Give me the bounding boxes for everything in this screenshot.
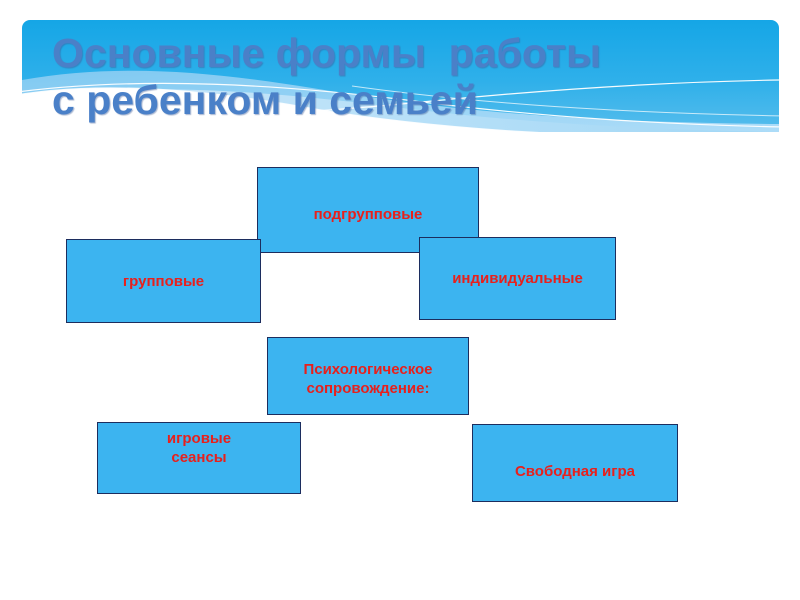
diagram-node-label: игровые сеансы: [166, 430, 232, 466]
diagram-node-individualnye[interactable]: индивидуальные: [419, 237, 616, 320]
colon-mark: :: [424, 380, 430, 397]
diagram-node-igrovye-seansy[interactable]: игровые сеансы: [97, 422, 301, 494]
diagram-node-label: Психологическое сопровождение:: [297, 360, 438, 398]
diagram-node-label-text: Психологическое сопровождение: [303, 361, 433, 397]
diagram-node-psihologicheskoe-soprovozhdenie[interactable]: Психологическое сопровождение:: [267, 337, 469, 415]
diagram-node-svobodnaya-igra[interactable]: Свободная игра: [472, 424, 678, 502]
diagram-node-label: подгрупповые: [313, 205, 423, 223]
diagram-node-label: Свободная игра: [514, 462, 636, 480]
diagram-node-gruppovye[interactable]: групповые: [66, 239, 261, 323]
page-title: Основные формы работы с ребенком и семье…: [52, 30, 752, 124]
diagram-node-label: индивидуальные: [452, 270, 583, 287]
page-title-line-2: с ребенком и семьей: [52, 77, 478, 123]
diagram-node-label: групповые: [122, 272, 205, 290]
page-title-line-1: Основные формы работы: [52, 30, 601, 76]
